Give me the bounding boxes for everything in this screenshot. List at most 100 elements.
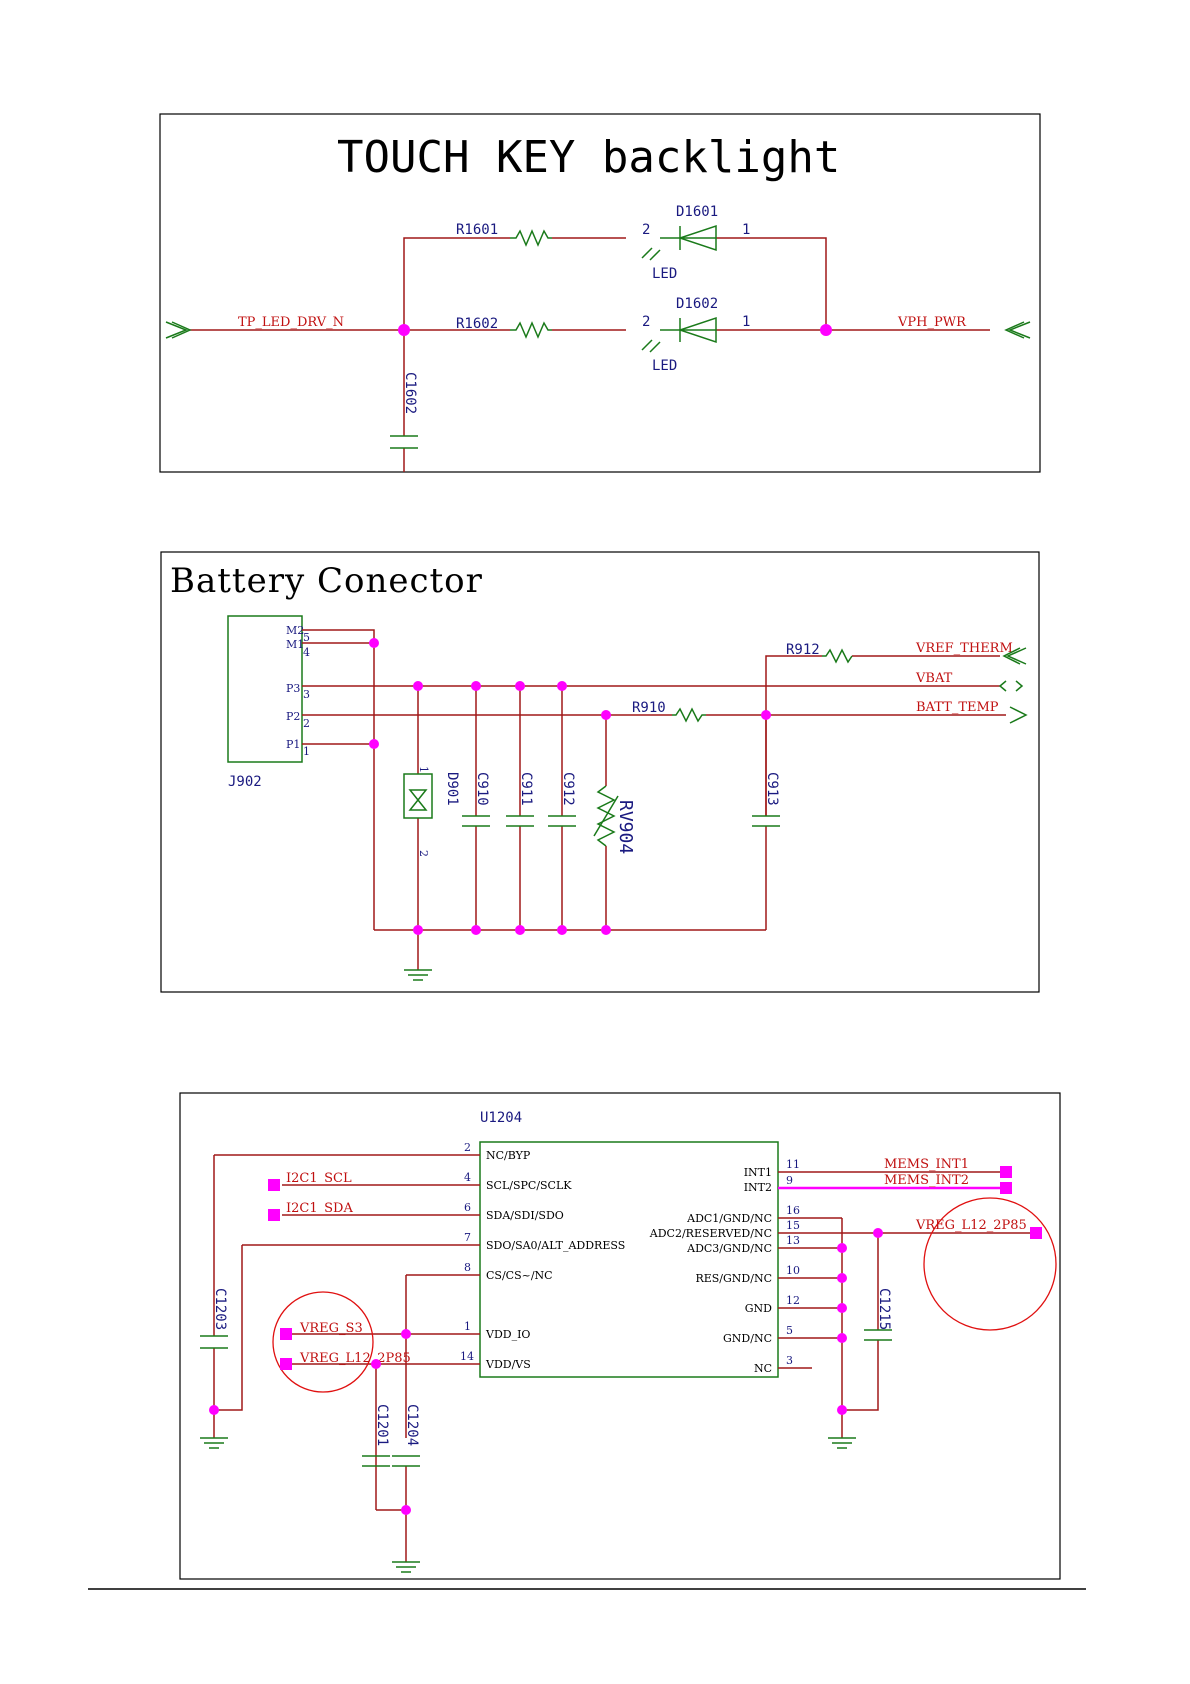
vref-therm-label: VREF_THERM (915, 641, 1013, 656)
battery-section: Battery Conector J902 M2 5 M1 4 P3 3 P2 … (160, 551, 1040, 993)
d1601-pin1: 1 (742, 222, 750, 238)
vbat-label: VBAT (915, 671, 953, 686)
junction (369, 739, 379, 749)
u1204-pin-name: RES/GND/NC (695, 1272, 772, 1285)
i2c-scl-port-icon (268, 1179, 280, 1191)
touch-key-title: TOUCH KEY backlight (337, 132, 840, 183)
d1601-led-label: LED (652, 266, 677, 282)
c1204-label: C1204 (404, 1404, 420, 1446)
tp-led-port-icon (165, 321, 189, 339)
mems-int2-label: MEMS_INT2 (884, 1173, 969, 1188)
c912-label: C912 (560, 772, 576, 806)
vreg-l12-right-label: VREG_L12_2P85 (915, 1218, 1027, 1233)
r1601-symbol (510, 229, 552, 247)
c912-symbol (548, 815, 576, 827)
d1602-pin1: 1 (742, 314, 750, 330)
i2c-scl-label: I2C1_SCL (286, 1171, 352, 1186)
vbat-bidir-icon-2 (1015, 680, 1024, 692)
r1601-left-wire (403, 237, 510, 330)
u1204-pin-num: 5 (786, 1324, 793, 1337)
junction (471, 925, 481, 935)
ground-icon (404, 969, 432, 981)
d1602-label: D1602 (676, 296, 718, 312)
d1602-symbol (641, 316, 717, 353)
r910-symbol (672, 707, 706, 723)
c1602-label: C1602 (402, 372, 418, 414)
rv904-arrow (593, 795, 619, 837)
c910-symbol (462, 815, 490, 827)
mems-int1-port-icon (1000, 1166, 1012, 1178)
j902-pin-num: 2 (303, 717, 310, 730)
c1215-label: C1215 (876, 1288, 892, 1330)
u1204-pin-num: 8 (464, 1261, 471, 1274)
junction (761, 710, 771, 720)
c913-symbol (752, 815, 780, 827)
junction (601, 925, 611, 935)
u1204-pin-num: 1 (464, 1320, 471, 1333)
u1204-pin-name: GND/NC (723, 1332, 772, 1345)
battery-title: Battery Conector (170, 561, 483, 601)
d1601-pin2: 2 (642, 222, 650, 238)
u1204-pin-num: 3 (786, 1354, 793, 1367)
tp-led-port-icon-2 (171, 321, 192, 339)
d1601-symbol (641, 224, 717, 261)
d1602-pin2: 2 (642, 314, 650, 330)
mems-int2-port-icon (1000, 1182, 1012, 1194)
c1203-symbol (200, 1335, 228, 1349)
ground-icon (200, 1437, 228, 1449)
junction (401, 1505, 411, 1515)
i2c-sda-port-icon (268, 1209, 280, 1221)
junction (413, 681, 423, 691)
junction (557, 925, 567, 935)
vreg-l12-port-icon (280, 1358, 292, 1370)
c1215-symbol (864, 1329, 892, 1341)
d1601-right-wire (716, 237, 827, 330)
u1204-pin-name: ADC3/GND/NC (686, 1242, 772, 1255)
c910-label: C910 (474, 772, 490, 806)
r912-label: R912 (786, 642, 820, 658)
d901-pin2: 2 (417, 850, 430, 857)
j902-pin-name: M1 (286, 638, 304, 651)
r1601-label: R1601 (456, 222, 498, 238)
batt-temp-label: BATT_TEMP (916, 700, 999, 715)
u1204-pin-num: 15 (786, 1219, 800, 1232)
u1204-pin-name: VDD_IO (485, 1328, 530, 1341)
j902-label: J902 (228, 774, 262, 790)
tp-led-drv-label: TP_LED_DRV_N (238, 315, 344, 330)
r912-symbol (822, 648, 853, 664)
vref-port-icon-2 (1002, 647, 1021, 665)
junction (837, 1273, 847, 1283)
d901-symbol (408, 789, 428, 802)
u1204-pin-num: 4 (464, 1171, 471, 1184)
battery-frame (160, 551, 1040, 993)
u1204-pin-num: 6 (464, 1201, 471, 1214)
m2-wire (302, 629, 375, 930)
junction (837, 1333, 847, 1343)
u1204-pin-num: 16 (786, 1204, 800, 1217)
u1204-pin-num: 14 (460, 1350, 474, 1363)
u1204-pin-name: GND (745, 1302, 772, 1315)
junction (601, 710, 611, 720)
u1204-right-pins (778, 1171, 1036, 1369)
c1201-label: C1201 (374, 1404, 390, 1446)
u1204-pin-name: ADC2/RESERVED/NC (649, 1227, 772, 1240)
touch-key-section: TOUCH KEY backlight R1601 R1602 (159, 113, 1041, 473)
vreg-s3-label: VREG_S3 (299, 1321, 363, 1336)
junction (820, 324, 832, 336)
junction (209, 1405, 219, 1415)
junction (837, 1303, 847, 1313)
j902-pin-name: P2 (286, 710, 300, 723)
rv904-label: RV904 (615, 800, 636, 854)
sdo-gnd-wire (214, 1245, 243, 1411)
ground-icon (828, 1437, 856, 1449)
j902-pin-name: P3 (286, 682, 300, 695)
sensor-section: U1204 2 4 6 7 8 1 14 NC/BYP SCL/SPC/SCLK… (179, 1092, 1061, 1580)
u1204-pin-name: SDA/SDI/SDO (486, 1209, 564, 1222)
u1204-pin-name: SDO/SA0/ALT_ADDRESS (486, 1239, 625, 1252)
touch-key-frame (159, 113, 1041, 473)
u1204-pin-name: CS/CS~/NC (486, 1269, 553, 1282)
c1201-symbol (362, 1455, 390, 1467)
rv904-symbol (596, 785, 616, 847)
u1204-pin-name: INT1 (744, 1166, 772, 1179)
